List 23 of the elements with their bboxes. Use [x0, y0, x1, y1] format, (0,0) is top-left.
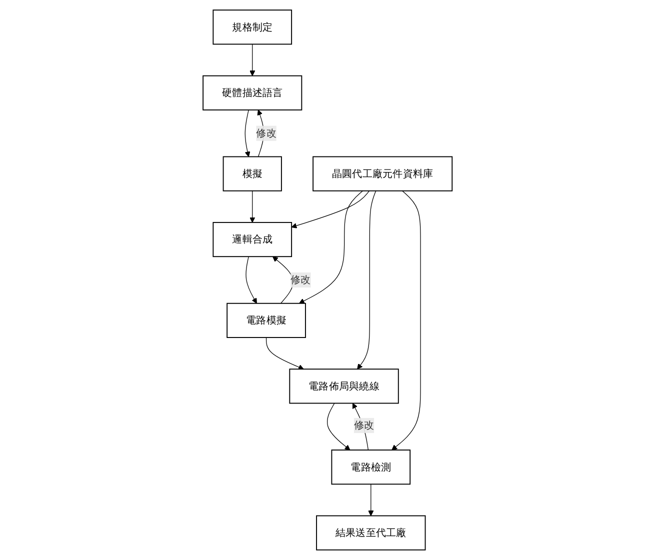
- arrow: [250, 190, 256, 223]
- arrow: [250, 44, 256, 76]
- node-box: 電路檢測: [331, 450, 410, 485]
- arrow: [326, 402, 350, 450]
- edge-label: 修改: [354, 419, 374, 432]
- node-box: 硬體描述語言: [202, 75, 302, 110]
- node-box: 結果送至代工廠: [316, 515, 426, 550]
- arrow: [368, 484, 374, 516]
- node-box: 規格制定: [212, 10, 292, 45]
- arrow: [266, 337, 304, 370]
- edge-label: 修改: [290, 274, 311, 286]
- arrow: [246, 256, 257, 304]
- node-box: 邏輯合成: [212, 222, 292, 258]
- arrow: [298, 190, 363, 304]
- node-box: 模擬: [222, 156, 282, 192]
- node-box: 晶圓代工廠元件資料庫: [312, 156, 453, 192]
- arrow: [244, 110, 250, 157]
- node-box: 電路佈局與繞線: [289, 368, 399, 404]
- arrow: [291, 190, 370, 228]
- arrow: [356, 190, 376, 370]
- node-box: 電路模擬: [226, 302, 306, 338]
- arrow: [391, 190, 421, 450]
- edge-label: 修改: [256, 127, 276, 140]
